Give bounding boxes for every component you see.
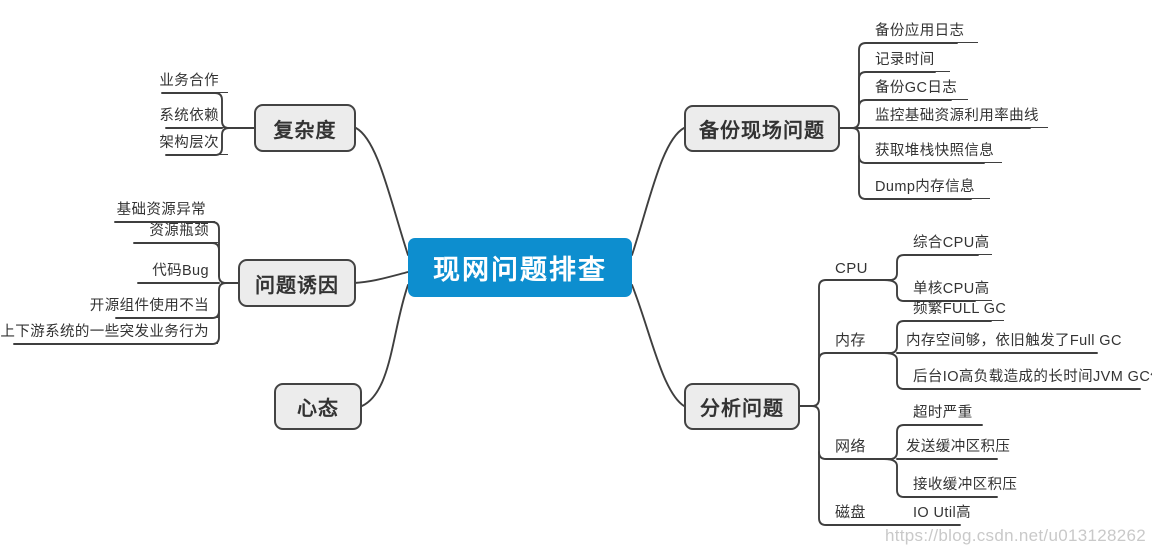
leaf-label: Dump内存信息 [875,179,975,195]
group-label: CPU [835,260,868,277]
leaf-disk-1[interactable]: IO Util高 [904,500,971,525]
leaf-network-3[interactable]: 接收缓冲区积压 [904,472,1017,497]
branch-label-causes: 问题诱因 [255,274,339,297]
leaf-causes-1[interactable]: 基础资源异常 [115,197,215,222]
leaf-label: 后台IO高负载造成的长时间JVM GC停顿 [913,369,1152,385]
link-root-complexity [355,127,409,256]
link-root-causes [353,271,409,284]
leaf-label: IO Util高 [913,505,971,521]
leaf-backup-6[interactable]: Dump内存信息 [866,174,990,199]
leaf-label: 记录时间 [875,52,935,68]
leaf-label: 监控基础资源利用率曲线 [875,108,1039,124]
leaf-memory-1[interactable]: 频繁FULL GC [904,296,1007,321]
leaf-cpu-2[interactable]: 单核CPU高 [904,276,992,301]
leaf-backup-5[interactable]: 获取堆栈快照信息 [866,138,1002,163]
link-root-backup [631,127,685,256]
branch-node-mindset[interactable]: 心态 [274,383,362,430]
branch-label-analyze: 分析问题 [700,398,784,420]
group-label-disk[interactable]: 磁盘 [826,500,884,525]
leaf-label: 接收缓冲区积压 [913,477,1018,493]
leaf-complexity-1[interactable]: 业务合作 [159,68,228,93]
leaf-backup-1[interactable]: 备份应用日志 [866,18,978,43]
leaf-label: 架构层次 [159,135,219,151]
leaf-label: 资源瓶颈 [149,223,209,239]
group-label-memory[interactable]: 内存 [826,328,884,353]
root-node-label: 现网问题排查 [433,255,607,285]
leaf-label: 频繁FULL GC [913,301,1007,317]
leaf-label: 开源组件使用不当 [89,298,209,314]
link-root-analyze [631,284,685,407]
branch-node-causes[interactable]: 问题诱因 [238,259,356,307]
leaf-causes-4[interactable]: 开源组件使用不当 [90,293,218,318]
leaf-label: 备份应用日志 [875,23,965,39]
branch-node-complexity[interactable]: 复杂度 [254,104,356,152]
leaf-memory-3[interactable]: 后台IO高负载造成的长时间JVM GC停顿 [904,364,1152,389]
group-label: 网络 [835,438,866,455]
leaf-backup-2[interactable]: 记录时间 [866,47,950,72]
root-node[interactable]: 现网问题排查 [408,238,632,297]
branch-node-backup[interactable]: 备份现场问题 [684,105,840,152]
group-label-cpu[interactable]: CPU [826,255,884,280]
leaf-label: 获取堆栈快照信息 [875,143,995,159]
leaf-backup-4[interactable]: 监控基础资源利用率曲线 [866,103,1048,128]
leaf-causes-3[interactable]: 代码Bug [138,258,218,283]
leaf-backup-3[interactable]: 备份GC日志 [866,75,968,100]
leaf-label: 内存空间够，依旧触发了Full GC [906,333,1122,349]
branch-label-backup: 备份现场问题 [699,120,825,142]
branch-node-analyze[interactable]: 分析问题 [684,383,800,430]
leaf-label: 超时严重 [913,405,973,421]
leaf-label: 发送缓冲区积压 [906,439,1011,455]
branch-label-mindset: 心态 [297,398,339,420]
leaf-complexity-2[interactable]: 系统依赖 [159,103,228,128]
leaf-cpu-1[interactable]: 综合CPU高 [904,230,992,255]
leaf-label: 代码Bug [152,263,209,279]
group-label: 内存 [835,332,866,349]
leaf-memory-2[interactable]: 内存空间够，依旧触发了Full GC [897,328,1121,353]
group-label: 磁盘 [835,504,866,521]
leaf-network-2[interactable]: 发送缓冲区积压 [897,434,1010,459]
link-root-mindset [361,284,409,407]
leaf-label: 业务合作 [159,73,219,89]
leaf-network-1[interactable]: 超时严重 [904,400,982,425]
leaf-label: 单核CPU高 [913,281,990,297]
leaf-label: 综合CPU高 [913,235,990,251]
watermark: https://blog.csdn.net/u013128262 [884,526,1146,545]
group-label-network[interactable]: 网络 [826,434,884,459]
leaf-label: 基础资源异常 [116,202,206,218]
leaf-causes-2[interactable]: 资源瓶颈 [134,218,218,243]
leaf-label: 备份GC日志 [875,80,958,96]
leaf-label: 上下游系统的一些突发业务行为 [0,324,209,340]
leaf-label: 系统依赖 [159,108,219,124]
leaf-causes-5[interactable]: 上下游系统的一些突发业务行为 [0,319,218,344]
branch-label-complexity: 复杂度 [273,119,337,142]
leaf-complexity-3[interactable]: 架构层次 [159,130,228,155]
spine-analyze-mem [818,352,885,400]
